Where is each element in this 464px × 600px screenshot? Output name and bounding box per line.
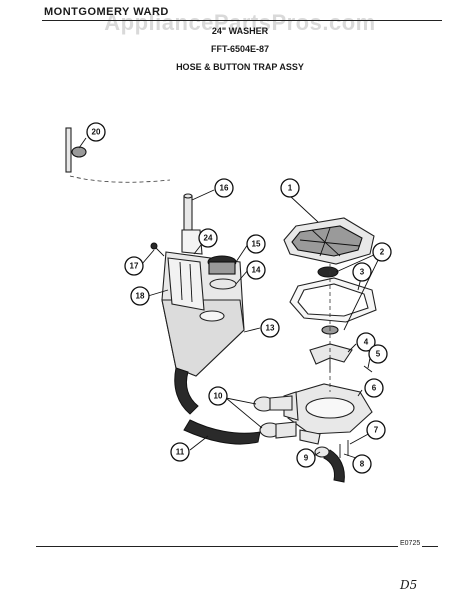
model-number: FFT-6504E-87 xyxy=(210,44,270,54)
callout-4: 4 xyxy=(356,332,376,352)
brand-name: MONTGOMERY WARD xyxy=(44,6,169,18)
callout-15: 15 xyxy=(246,234,266,254)
part-9-hose xyxy=(323,449,345,483)
callout-10: 10 xyxy=(208,386,228,406)
part-2-seal xyxy=(317,266,339,278)
part-9-clamp xyxy=(314,446,330,458)
callout-13: 13 xyxy=(260,318,280,338)
part-11-hose xyxy=(183,419,261,445)
callout-24: 24 xyxy=(198,228,218,248)
button-trap-body xyxy=(161,229,245,377)
svg-text:3: 3 xyxy=(360,268,365,277)
svg-text:7: 7 xyxy=(374,426,379,435)
part-17-screw xyxy=(150,242,165,257)
header-rule xyxy=(42,20,442,21)
part-14-ring xyxy=(209,278,237,290)
callout-18: 18 xyxy=(130,286,150,306)
svg-text:2: 2 xyxy=(380,248,385,257)
svg-text:1: 1 xyxy=(288,184,293,193)
part-4-impeller xyxy=(309,343,353,365)
svg-text:11: 11 xyxy=(176,448,185,457)
callout-1: 1 xyxy=(280,178,300,198)
part-5-pin xyxy=(363,365,373,373)
assembly-title: HOSE & BUTTON TRAP ASSY xyxy=(176,62,304,72)
callout-20: 20 xyxy=(86,122,106,142)
svg-text:5: 5 xyxy=(376,350,381,359)
part-1-pump-cover xyxy=(283,217,375,265)
svg-text:17: 17 xyxy=(130,262,139,271)
callout-2: 2 xyxy=(372,242,392,262)
svg-text:16: 16 xyxy=(220,184,229,193)
svg-text:24: 24 xyxy=(204,234,213,243)
svg-text:9: 9 xyxy=(304,454,309,463)
footer-rule xyxy=(36,546,438,547)
svg-text:8: 8 xyxy=(360,460,365,469)
callout-16: 16 xyxy=(214,178,234,198)
svg-text:15: 15 xyxy=(252,240,261,249)
svg-text:18: 18 xyxy=(136,292,145,301)
model-size: 24" WASHER xyxy=(211,26,269,36)
part-15-cap-body xyxy=(208,261,236,275)
callout-3: 3 xyxy=(352,262,372,282)
callout-9: 9 xyxy=(296,448,316,468)
diagram-code: E0725 xyxy=(398,540,423,547)
page-mark: D5 xyxy=(400,578,418,592)
callout-6: 6 xyxy=(364,378,384,398)
part-16-standpipe xyxy=(183,193,193,231)
svg-text:13: 13 xyxy=(266,324,275,333)
callout-5: 5 xyxy=(368,344,388,364)
callout-14: 14 xyxy=(246,260,266,280)
svg-text:6: 6 xyxy=(372,384,377,393)
leader-lines xyxy=(78,137,383,461)
part-20-pin xyxy=(65,127,87,173)
callout-7: 7 xyxy=(366,420,386,440)
watermark-text: AppliancePartsPros.com xyxy=(104,10,376,35)
callout-8: 8 xyxy=(352,454,372,474)
leader-dashed-20 xyxy=(69,175,171,183)
part-6-pump-body xyxy=(283,383,373,445)
svg-text:20: 20 xyxy=(92,128,101,137)
svg-text:4: 4 xyxy=(364,338,369,347)
callout-11: 11 xyxy=(170,442,190,462)
svg-text:10: 10 xyxy=(214,392,223,401)
callout-17: 17 xyxy=(124,256,144,276)
svg-text:14: 14 xyxy=(252,266,261,275)
hose-upper-left xyxy=(174,367,199,415)
